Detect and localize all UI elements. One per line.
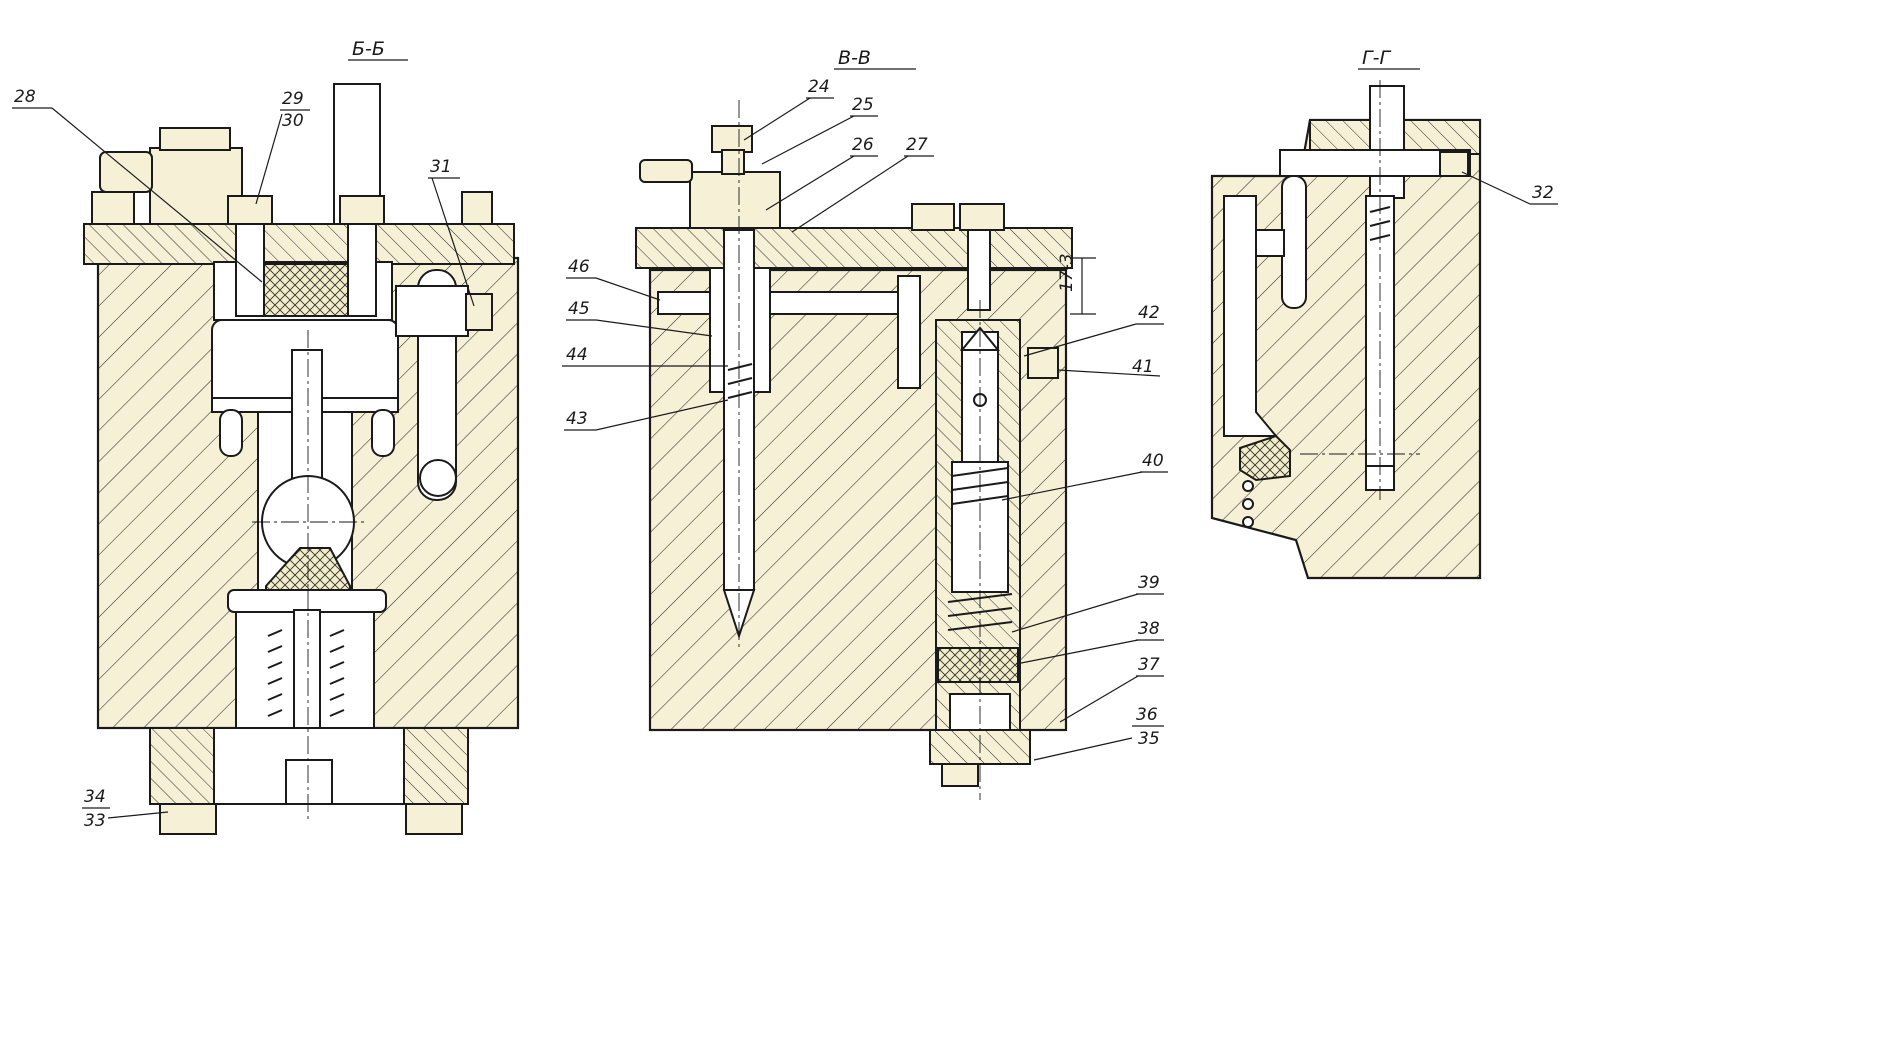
b-cover-plate: [83, 223, 515, 265]
b-guide-pin-left: [219, 409, 243, 457]
v-bolt-35: [941, 763, 979, 787]
section-g-g-title: Г-Г: [1362, 47, 1391, 69]
callout-37-leader: [1059, 675, 1139, 723]
callout-29-leader: [255, 113, 283, 205]
b-screw-shank-29: [235, 223, 265, 317]
b-side-nozzle: [99, 151, 153, 193]
g-top-fitting: [1369, 85, 1405, 199]
v-cover-bolt-2: [959, 203, 1005, 231]
b-bolt-head-left: [91, 191, 135, 225]
g-seal-ring: [1239, 434, 1291, 482]
callout-39-leader: [1011, 593, 1139, 633]
callout-46: 46: [568, 257, 590, 277]
b-screw-head-29: [227, 195, 273, 225]
b-spring-left: [267, 629, 283, 717]
callout-31: 31: [430, 157, 452, 177]
b-guide-pin-right: [371, 409, 395, 457]
section-v-v: В-В: [562, 47, 1168, 800]
g-side-cavity: [1223, 195, 1279, 437]
callout-40-leader: [1001, 471, 1143, 501]
b-spring-right: [329, 629, 345, 717]
callout-24: 24: [808, 77, 830, 97]
b-foot-bolt-left: [159, 803, 217, 835]
v-side-nozzle: [639, 159, 693, 183]
callout-43: 43: [566, 409, 588, 429]
b-plug-cavity: [395, 285, 469, 337]
callout-43-leader: [595, 399, 729, 431]
b-bolt-head-right: [461, 191, 493, 225]
v-top-fitting: [689, 171, 781, 229]
callout-42: 42: [1138, 303, 1160, 323]
v-cover-plate: [635, 227, 1073, 269]
callout-35-leader: [1033, 737, 1133, 761]
v-vertical-channel: [897, 275, 921, 389]
callout-41: 41: [1132, 357, 1154, 377]
callout-28-leader: [51, 107, 263, 283]
callout-41-leader: [1057, 369, 1161, 377]
callout-44: 44: [566, 345, 588, 365]
callout-25-leader: [761, 115, 855, 165]
g-side-pin: [1281, 175, 1307, 309]
callout-46-leader: [595, 277, 661, 301]
section-v-v-title: В-В: [838, 47, 871, 69]
callout-45-leader: [595, 319, 713, 337]
callout-26: 26: [852, 135, 874, 155]
assembly-drawing: Б-Б: [12, 38, 1558, 835]
v-cover-bolt-1: [911, 203, 955, 231]
section-b-b: Б-Б: [12, 38, 520, 835]
callout-27-leader: [791, 155, 909, 233]
b-screw-shank-2: [347, 223, 377, 317]
callout-25: 25: [852, 95, 874, 115]
g-ball-2: [1242, 498, 1254, 510]
v-stem-tip: [722, 589, 756, 640]
callout-24-leader: [743, 97, 811, 141]
b-foot-bolt-right: [405, 803, 463, 835]
callout-32-leader: [1461, 171, 1531, 205]
callout-33-leader: [107, 811, 169, 819]
b-screw-head-2: [339, 195, 385, 225]
g-ball-1: [1242, 480, 1254, 492]
section-g-g: Г-Г 32: [1210, 47, 1558, 580]
callout-33: 33: [84, 811, 106, 831]
callout-28: 28: [14, 87, 36, 107]
v-bolt-shank: [967, 229, 991, 311]
v-small-spring: [727, 363, 753, 399]
callout-34: 34: [84, 787, 106, 807]
callout-26-leader: [765, 155, 855, 211]
section-b-b-title: Б-Б: [352, 38, 385, 60]
callout-37: 37: [1138, 655, 1160, 675]
b-drain-plug: [285, 759, 333, 805]
v-side-plug-41: [1027, 347, 1059, 379]
callout-29: 29: [282, 89, 304, 109]
v-fitting-neck: [721, 149, 745, 175]
callout-38-leader: [1015, 639, 1139, 665]
g-horizontal-channel: [1279, 149, 1471, 177]
b-fitting-nut: [159, 127, 231, 151]
b-plug-31: [465, 293, 493, 331]
b-seat-flange: [227, 589, 387, 613]
callout-38: 38: [1138, 619, 1160, 639]
callout-42-leader: [1023, 323, 1137, 357]
callout-32: 32: [1532, 183, 1554, 203]
callout-36: 36: [1136, 705, 1158, 725]
callout-39: 39: [1138, 573, 1160, 593]
callout-45: 45: [568, 299, 590, 319]
g-side-plug-32: [1439, 151, 1469, 177]
g-ball-3: [1242, 516, 1254, 528]
callout-30: 30: [282, 111, 304, 131]
callout-27: 27: [906, 135, 928, 155]
dimension-17-3: 17-3: [1057, 253, 1077, 292]
callout-31-leader: [431, 177, 475, 307]
callout-40: 40: [1142, 451, 1164, 471]
callout-35: 35: [1138, 729, 1160, 749]
v-washer-38: [937, 647, 1019, 683]
v-horizontal-channel: [657, 291, 909, 315]
b-right-ball: [419, 459, 457, 497]
